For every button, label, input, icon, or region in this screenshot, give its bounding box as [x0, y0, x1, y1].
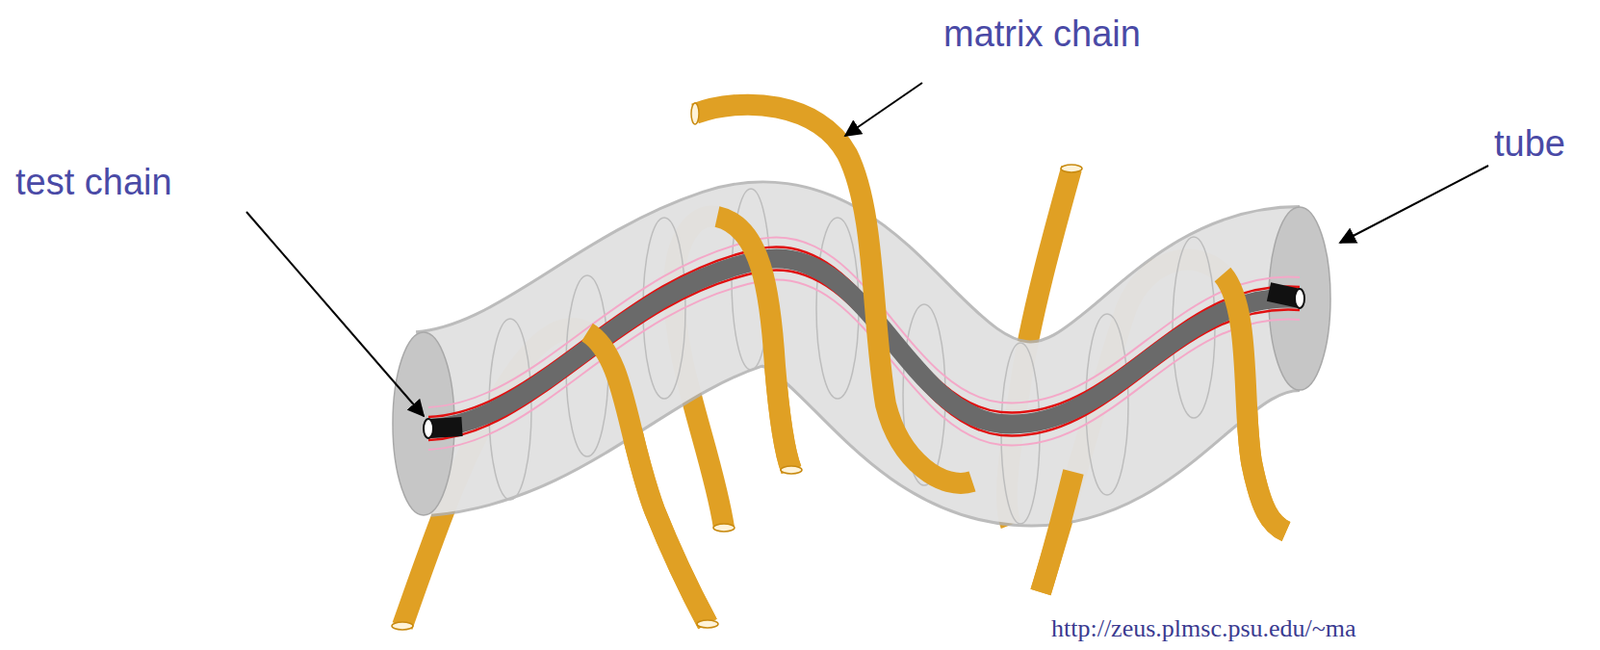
leader-lines	[246, 82, 1489, 416]
part-label: test chain	[15, 161, 173, 205]
part-label: matrix chain	[943, 13, 1141, 56]
matrix-chains-front	[587, 104, 1287, 624]
source-url: http://zeus.plmsc.psu.edu/~ma	[1051, 614, 1357, 644]
chain-ends	[391, 103, 1083, 630]
part-label: tube	[1494, 123, 1566, 166]
